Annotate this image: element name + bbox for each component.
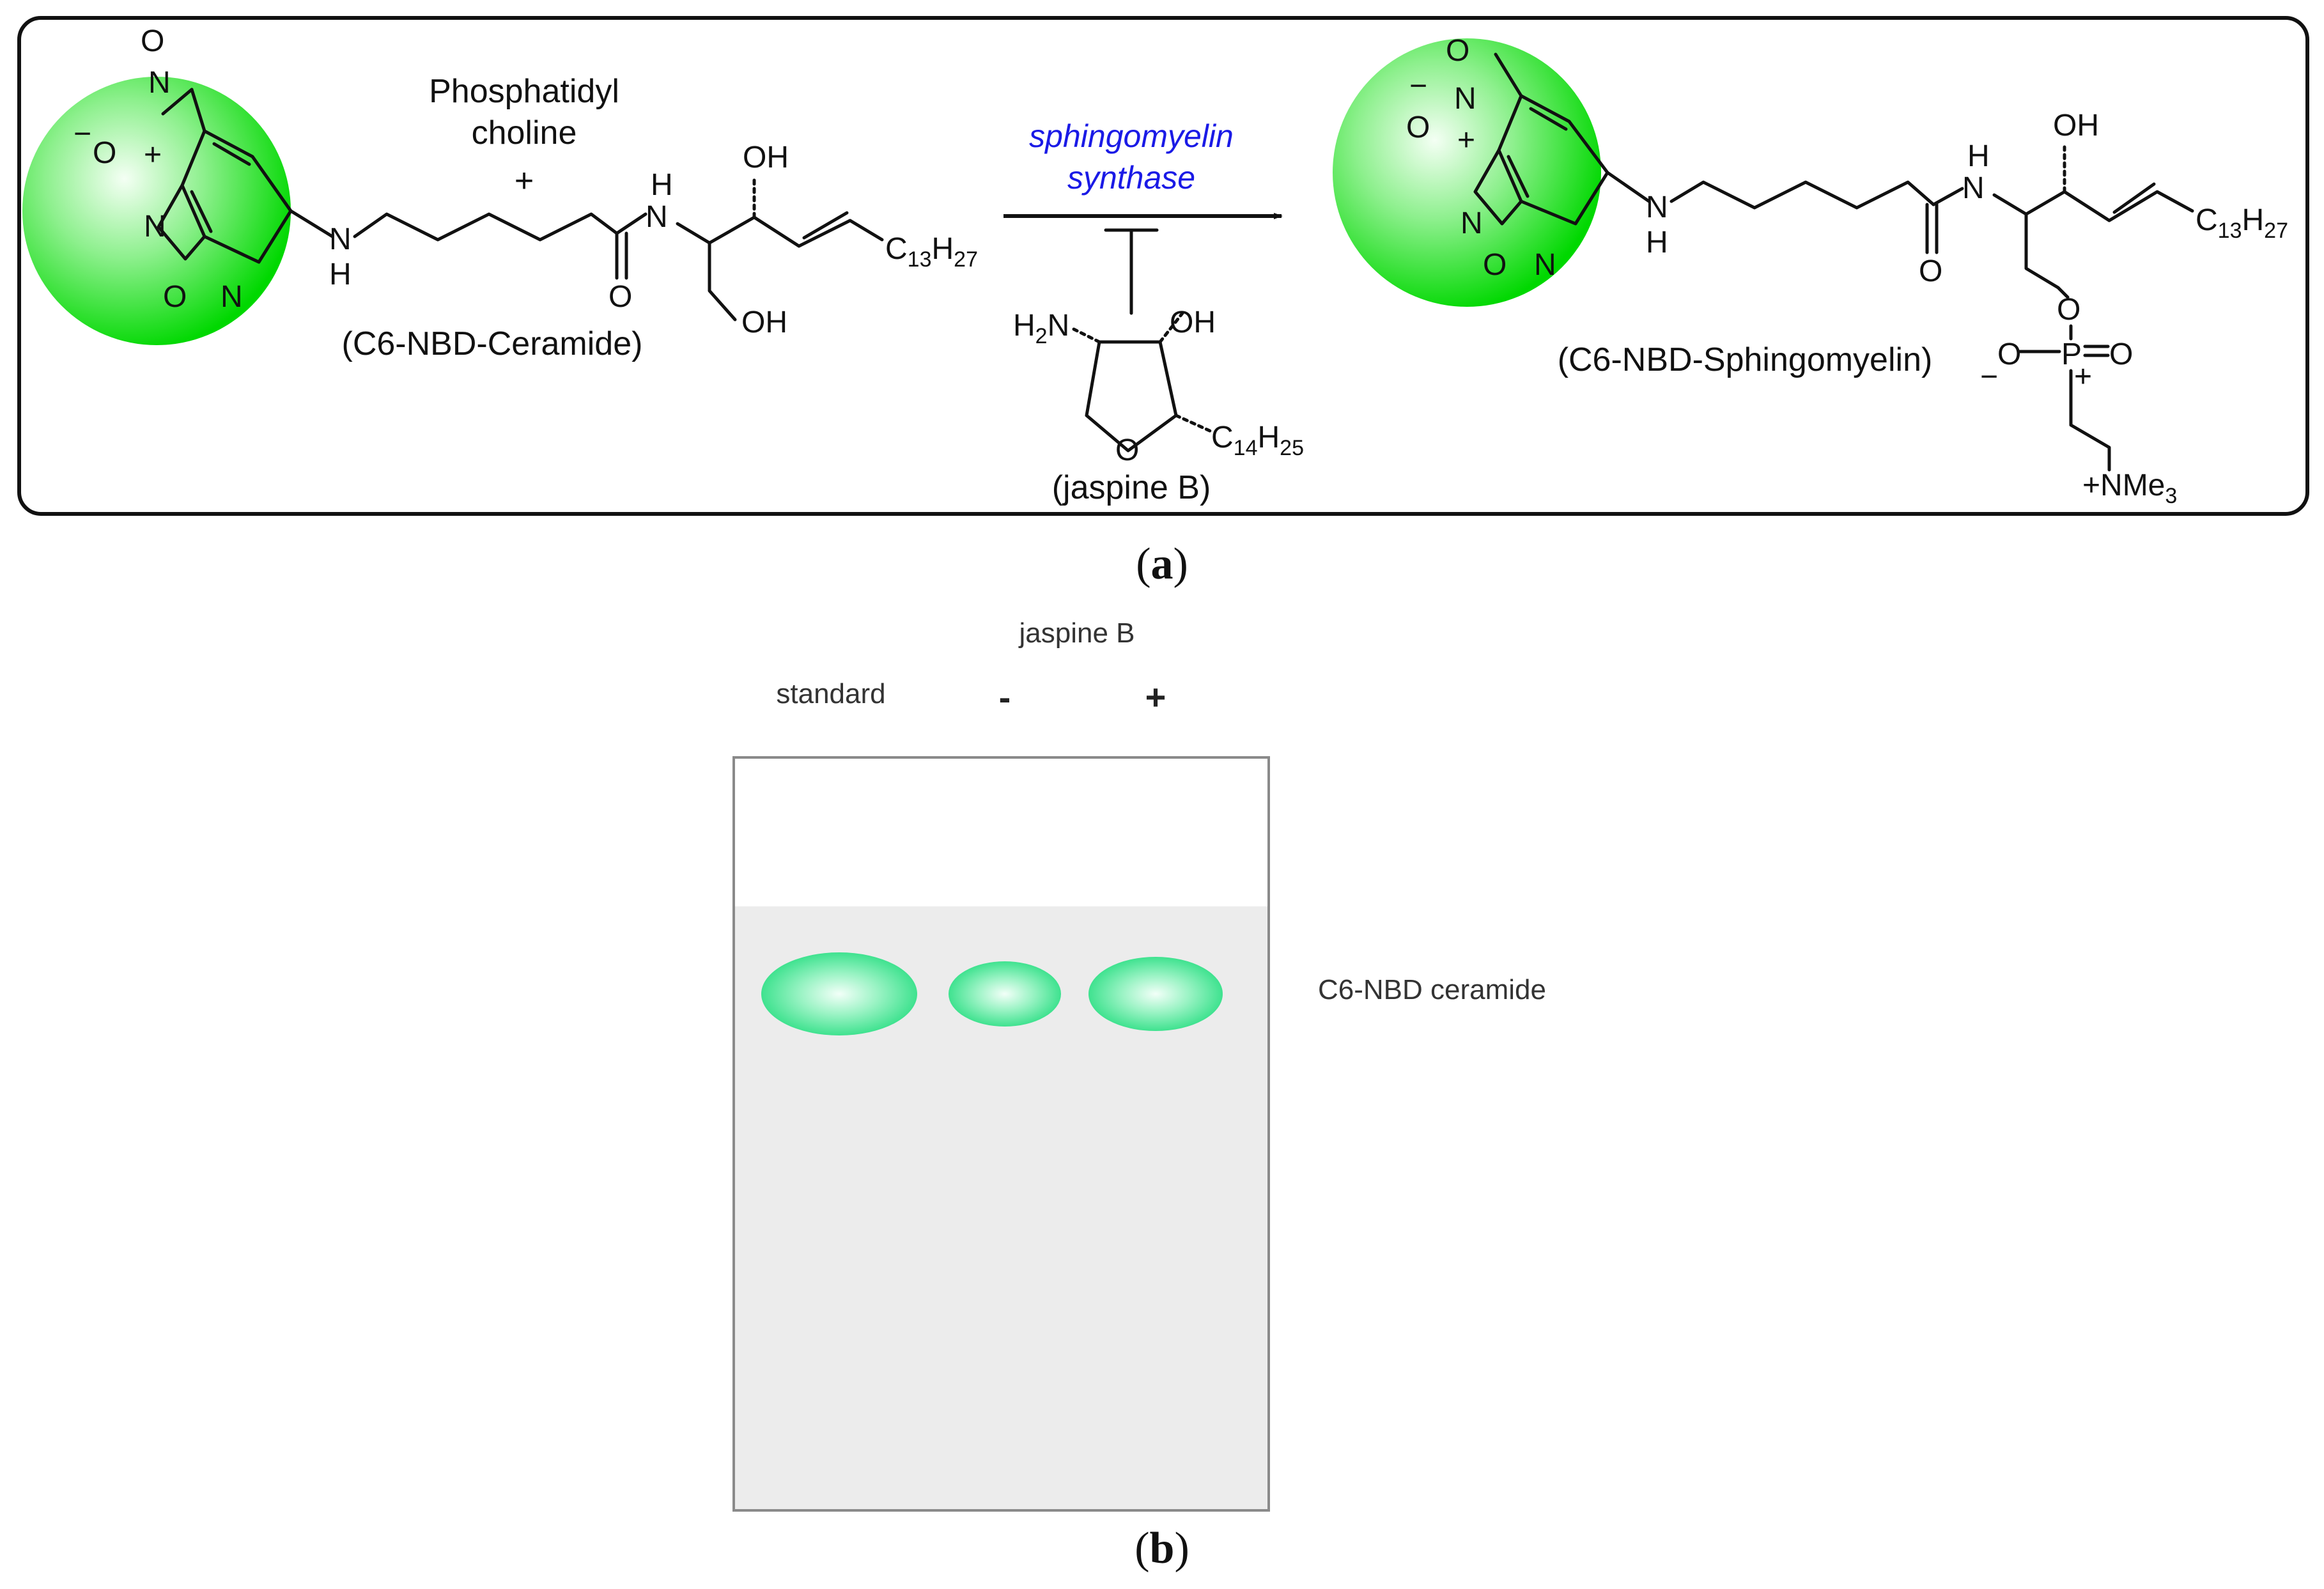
jaspine-hydroxyl: OH [1170, 306, 1216, 339]
nitro-minus-product: − [1409, 69, 1427, 103]
hydroxyl-bottom-substrate: OH [741, 306, 787, 339]
ring-o-substrate: O [163, 280, 187, 314]
panel-b-label: (b) [1135, 1524, 1189, 1573]
phosphate-o-double: O [2109, 337, 2133, 371]
jaspine-tail: C14H25 [1211, 421, 1304, 460]
phosphate-o-minus: O [1997, 337, 2021, 371]
alkyl-tail-substrate: C13H27 [885, 232, 978, 272]
nbd-ring-substrate [157, 88, 334, 264]
reagent-name-line1: Phosphatidyl [429, 73, 619, 110]
panel-a-label: (a) [1136, 539, 1188, 589]
reagent-name-line2: choline [472, 114, 577, 151]
enzyme-name-line2: synthase [1067, 160, 1195, 196]
amine-h-substrate: H [329, 258, 352, 291]
ring-n2-substrate: N [221, 280, 243, 314]
alkyl-chain-substrate [353, 212, 619, 242]
ring-n1-product: N [1460, 206, 1483, 240]
amide-bond-product [1932, 187, 1964, 206]
carbonyl-product [1925, 203, 1939, 254]
lane-label-standard: standard [776, 678, 885, 709]
sphingoid-backbone-substrate [676, 215, 884, 248]
ring-n1-substrate: N [144, 210, 166, 244]
alkyl-tail-product: C13H27 [2196, 203, 2288, 243]
scheme-frame [17, 16, 2309, 516]
spot-label: C6-NBD ceramide [1318, 974, 1546, 1005]
phosphate-minus-sign: − [1980, 360, 1998, 394]
nitro-o-left-substrate: O [93, 136, 116, 170]
amide-n-substrate: N [646, 200, 668, 234]
substrate-name: (C6-NBD-Ceramide) [342, 325, 643, 362]
alkyl-chain-product [1669, 180, 1935, 210]
enzyme-name-line1: sphingomyelin [1029, 118, 1234, 154]
amine-h-product: H [1646, 226, 1668, 260]
hydroxyl-top-product: OH [2053, 109, 2099, 143]
nitro-o-top-product: O [1446, 34, 1469, 68]
fluorophore-glow-substrate [22, 77, 291, 345]
product-name: (C6-NBD-Sphingomyelin) [1558, 341, 1933, 378]
nitro-o-left-product: O [1406, 111, 1430, 144]
lane-label-minus: - [999, 677, 1011, 717]
phosphorus-plus-sign: + [2074, 360, 2092, 394]
tlc-spot-plus [1088, 957, 1223, 1031]
jaspine-amine: H2N [1013, 309, 1069, 348]
inhibitor-name: (jaspine B) [1052, 469, 1211, 506]
reagent-plus-sign: + [515, 162, 534, 199]
hydroxyl-top-substrate: OH [743, 141, 789, 174]
fluorophore-glow-product [1333, 38, 1601, 307]
nbd-ring-product [1473, 52, 1651, 226]
phosphate-o-ester: O [2057, 293, 2080, 327]
carbonyl-o-product: O [1919, 254, 1942, 288]
trimethylammonium: +NMe3 [2082, 469, 2177, 508]
tlc-spot-minus [949, 961, 1061, 1027]
carbonyl-substrate [615, 231, 628, 280]
phosphocholine-linker [2024, 212, 2070, 299]
amide-h-product: H [1967, 139, 1990, 173]
carbonyl-o-substrate: O [608, 280, 632, 314]
nitro-plus-product: + [1457, 123, 1475, 157]
ring-n2-product: N [1534, 248, 1556, 282]
jaspine-ring-o: O [1115, 433, 1139, 467]
amine-n-product: N [1646, 190, 1668, 224]
tlc-spot-standard [761, 952, 917, 1035]
amide-h-substrate: H [651, 168, 673, 202]
inhibitor-header: jaspine B [1018, 617, 1135, 649]
ring-o-product: O [1483, 248, 1507, 282]
nitro-n-product: N [1454, 82, 1476, 116]
choline-chain [2069, 369, 2111, 472]
amide-n-product: N [1962, 171, 1985, 205]
phosphorus: P [2061, 337, 2082, 371]
nitro-plus-substrate: + [144, 138, 162, 172]
sphingoid-backbone-product [1992, 190, 2194, 222]
inhibition-bar [1104, 228, 1159, 315]
nitro-minus-substrate: − [74, 117, 91, 151]
nitro-o-top-substrate: O [141, 24, 164, 58]
amine-n-substrate: N [329, 222, 352, 256]
jaspine-b-structure [1072, 311, 1213, 453]
lane-label-plus: + [1145, 677, 1166, 717]
amide-bond-substrate [615, 212, 647, 235]
nitro-n-substrate: N [148, 66, 171, 100]
